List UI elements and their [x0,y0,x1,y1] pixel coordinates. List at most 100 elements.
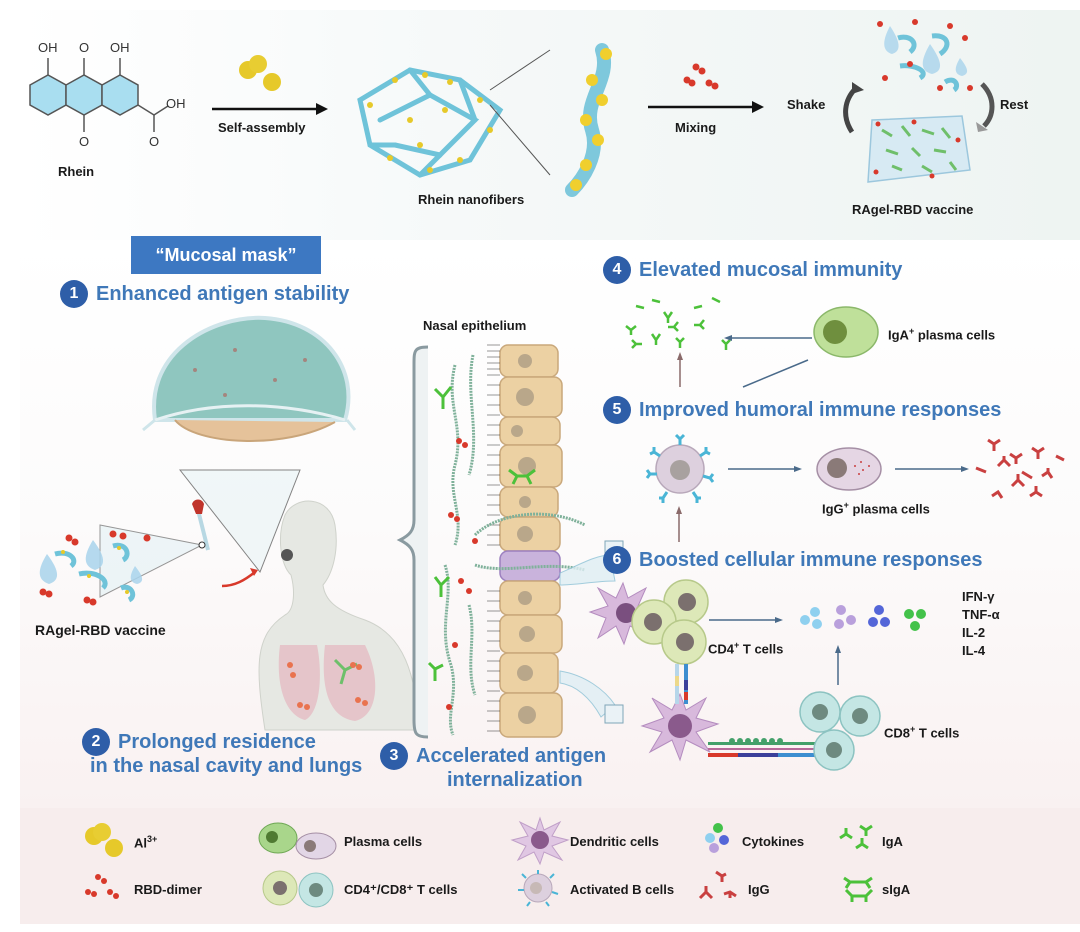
rhein-structure: OH O OH O O OH [29,40,186,149]
legend-al3-label: Al3+ [134,834,157,850]
step-4-badge: 4 [603,256,631,284]
zoom-lines-nanofiber [489,49,551,176]
cd4-label-main: CD4 [708,641,735,657]
legend-cytokines-label: Cytokines [742,834,805,849]
step-1: 1 Enhanced antigen stability [60,280,349,308]
nanofibers-label: Rhein nanofibers [418,192,525,207]
rest-label: Rest [1000,97,1029,112]
step-5-text: Improved humoral immune responses [639,398,1002,421]
cd4-plus-sup: + [734,640,740,650]
legend-t-cells-label: CD4⁺/CD8⁺ T cells [344,882,458,897]
step-4: 4 Elevated mucosal immunity [603,256,902,284]
ring-middle [65,74,103,116]
arrow-plasma-to-igg [895,466,969,472]
vaccine-droplets-left [39,530,151,606]
o-top-text: O [79,40,89,55]
step-6-text: Boosted cellular immune responses [639,548,983,571]
nasal-dropper [192,499,258,588]
legend-cytokines-icon [705,823,729,853]
antigen-presentation-links [675,664,828,757]
legend-t-cells-icon [262,870,334,908]
step-3-text-line2: internalization [447,769,583,791]
legend-dendritic-cells-icon [510,816,570,866]
nasal-epithelium-cells [427,344,624,738]
dendritic-cell-presenting [640,692,720,762]
rest-arrow [976,82,995,132]
cd4-label-suffix: T cells [739,641,784,657]
iga-plasma-label: IgA+ plasma cells [888,326,995,342]
cd8-label-suffix: T cells [915,725,960,741]
cd8-plus-sup: + [910,724,916,734]
vaccine-label-left: RAgel-RBD vaccine [35,622,166,638]
igg-plasma-label-suffix: plasma cells [848,501,930,517]
step-5-badge: 5 [603,396,631,424]
cd4-t-cells [631,579,709,665]
legend-rbd-dimer-icon [85,874,119,899]
rhein-nanofibers-network [357,67,504,178]
cooh-o-text: O [149,134,159,149]
cooh-oh-text: OH [166,96,186,111]
step-5: 5 Improved humoral immune responses [603,396,1001,424]
cd4-label: CD4+ T cells [708,640,783,656]
mucosal-mask-illustration [142,315,357,442]
arrow-cd8-to-cytokines [835,645,841,685]
iga-plasma-cell [813,306,879,358]
cd8-label-main: CD8 [884,725,911,741]
arrows-iga [677,335,812,388]
shake-arrow [843,82,864,134]
cytokine-list: IFN-γ TNF-α IL-2 IL-4 [962,588,1000,660]
cd8-label: CD8+ T cells [884,724,959,740]
epithelium-brace [396,345,429,739]
cytokine-ifn-gamma: IFN-γ [962,589,995,604]
cytokine-il-2: IL-2 [962,625,986,640]
shake-label: Shake [787,97,826,112]
step-6: 6 Boosted cellular immune responses [603,546,982,574]
ring-left [29,74,67,116]
legend-al3-sup: 3+ [147,834,158,844]
legend-al3-text: Al [134,835,147,851]
iga-plasma-label-main: IgA [888,327,909,343]
al3-ions-top [239,55,281,91]
cd8-t-cells [799,691,881,771]
legend-activated-b-cells-label: Activated B cells [570,882,675,897]
rbd-dimers-top [683,63,719,90]
step-2-text-line2: in the nasal cavity and lungs [90,755,363,777]
oh-right-text: OH [110,40,130,55]
mixing-arrow [648,101,764,113]
oh-left-text: OH [38,40,58,55]
step-1-badge: 1 [60,280,88,308]
self-assembly-label: Self-assembly [218,120,306,135]
ring-right [101,74,139,116]
igg-plus-sup: + [843,500,849,510]
legend-dendritic-cells-label: Dendritic cells [570,834,659,849]
cytokine-tnf-alpha: TNF-α [962,607,1000,622]
legend-siga-label: sIgA [882,882,911,897]
nasal-epithelium-label: Nasal epithelium [423,318,527,333]
cytokine-il-4: IL-4 [962,643,986,658]
legend-igg-label: IgG [748,882,770,897]
iga-plasma-label-suffix: plasma cells [914,327,996,343]
step-6-badge: 6 [603,546,631,574]
legend-iga-label: IgA [882,834,903,849]
human-figure [258,500,421,731]
legend-activated-b-cells-icon [518,870,559,907]
legend-iga-icon [839,824,873,850]
step-2: 2 Prolonged residence [82,728,316,756]
igg-plasma-label-main: IgG [822,501,844,517]
legend-igg-icon [698,870,737,900]
vaccine-label-top: RAgel-RBD vaccine [852,202,974,217]
vaccine-gel-state [867,115,971,183]
legend-plasma-cells-label: Plasma cells [344,834,423,849]
igg-plasma-label: IgG+ plasma cells [822,500,930,516]
arrow-b-to-plasma [728,466,802,472]
legend-plasma-cells-icon [258,822,337,860]
mixing-label: Mixing [675,120,717,135]
rhein-label: Rhein [58,164,95,179]
iga-antibodies-cluster [625,296,731,350]
step-1-text: Enhanced antigen stability [96,282,350,305]
self-assembly-arrow [212,103,328,115]
vaccine-sol-state [877,19,973,93]
step-2-text-line1: Prolonged residence [118,730,316,753]
legend-siga-icon [843,876,874,902]
